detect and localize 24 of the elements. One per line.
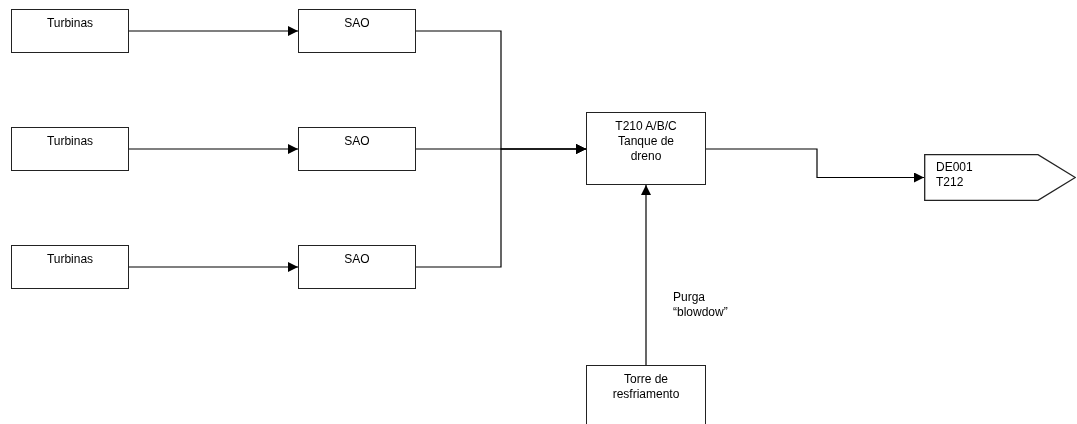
process-box: [11, 127, 129, 171]
node-label: T210 A/B/C Tanque de dreno: [614, 119, 678, 164]
process-box: [586, 112, 706, 185]
arrow: [128, 262, 299, 272]
node-label: Turbinas: [45, 16, 95, 31]
node-label: SAO: [343, 252, 371, 267]
process-box: [298, 9, 416, 53]
process-box: [586, 365, 706, 424]
node-label: Turbinas: [45, 252, 95, 267]
node-label: Torre de resfriamento: [611, 372, 681, 402]
process-box: [298, 127, 416, 171]
off-page-connector: [924, 154, 1076, 201]
process-box: [298, 245, 416, 289]
node-label: Turbinas: [45, 134, 95, 149]
arrow: [128, 144, 299, 154]
arrow: [415, 144, 587, 268]
arrow: [641, 184, 651, 366]
arrow: [705, 148, 925, 183]
process-box: [11, 245, 129, 289]
node-label: SAO: [343, 134, 371, 149]
node-label: SAO: [343, 16, 371, 31]
arrow: [128, 26, 299, 36]
node-label: DE001 T212: [936, 160, 974, 190]
process-box: [11, 9, 129, 53]
